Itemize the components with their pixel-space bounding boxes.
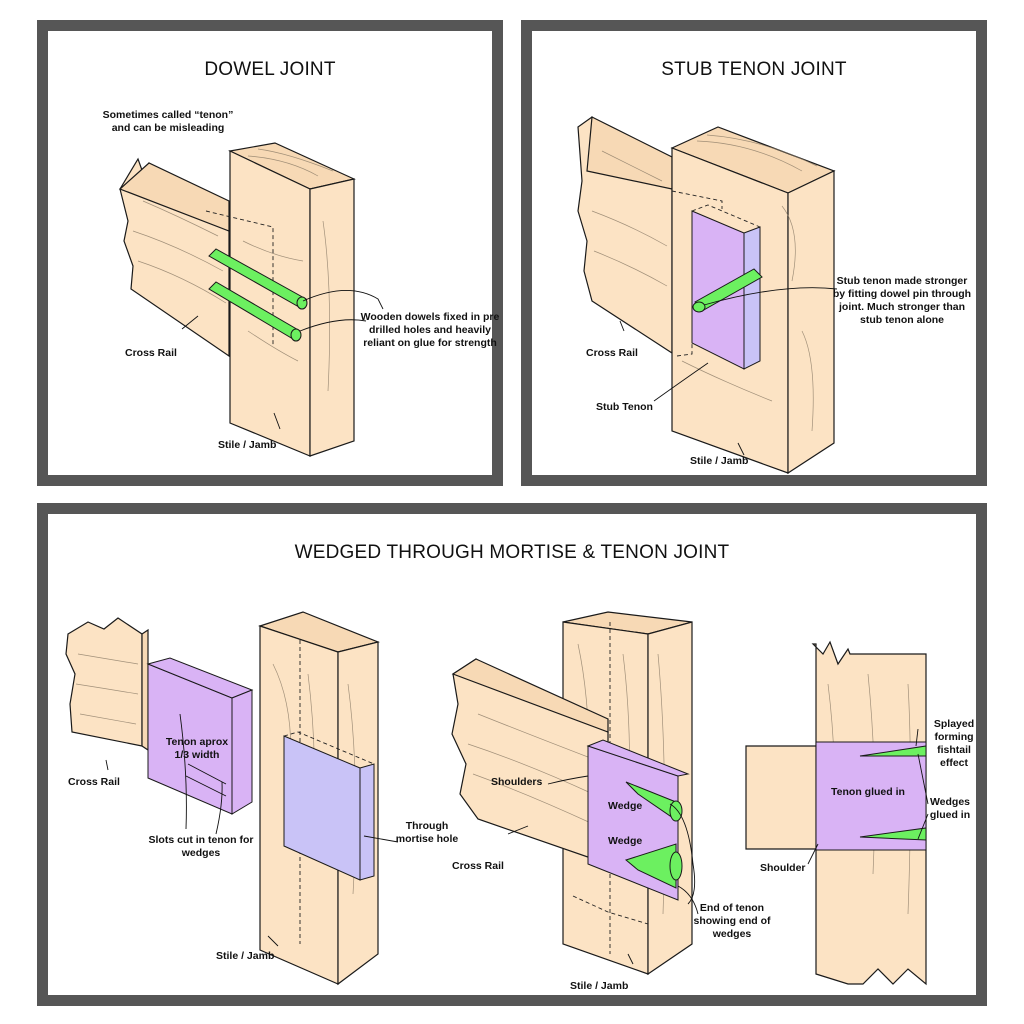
label-shoulders: Shoulders: [491, 776, 543, 788]
label-stile: Stile / Jamb: [690, 455, 749, 467]
wedge-d-bottom-icon: [859, 827, 927, 841]
label-wedges-glued: Wedges glued in: [929, 796, 971, 821]
dowel-joint-panel: DOWEL JOINT Sometimes called “tenon” and…: [37, 20, 503, 486]
label-stile-left: Stile / Jamb: [216, 950, 275, 962]
stile-side: [787, 170, 835, 475]
label-cross-rail: Cross Rail: [125, 347, 177, 359]
rail-a-shoulder: [141, 628, 149, 752]
rail-d-shape: [745, 745, 817, 850]
rail-a-shape: [65, 617, 143, 747]
label-stile: Stile / Jamb: [218, 439, 277, 451]
wedged-mortise-tenon-panel: WEDGED THROUGH MORTISE & TENON JOINT: [37, 503, 987, 1006]
label-end-of-tenon: End of tenon showing end of wedges: [693, 902, 771, 940]
label-stub-tenon: Stub Tenon: [596, 401, 653, 413]
wedge-d-top-icon: [859, 745, 927, 757]
label-slots: Slots cut in tenon for wedges: [148, 834, 254, 859]
label-wedge-bottom: Wedge: [608, 835, 643, 847]
dowel-joint-illustration: [118, 142, 384, 457]
label-misleading: Sometimes called “tenon” and can be misl…: [102, 109, 234, 134]
label-wedge-top: Wedge: [608, 800, 643, 812]
stile-side: [309, 178, 355, 457]
tenon-d-shape: [815, 741, 927, 851]
label-tenon-width: Tenon aprox 1/3 width: [165, 736, 229, 761]
label-cross-rail-mid: Cross Rail: [452, 860, 504, 872]
wedged-joint-illustration: [65, 611, 929, 986]
mortise-side: [743, 226, 761, 370]
dowel-bottom-icon: [208, 281, 302, 342]
label-through-mortise: Through mortise hole: [395, 820, 459, 845]
rail-c-top: [451, 658, 609, 733]
stub-tenon-panel: STUB TENON JOINT Stub tenon made stronge…: [521, 20, 987, 486]
label-stile-mid: Stile / Jamb: [570, 980, 629, 992]
tenon-c-top: [586, 739, 690, 777]
panel-title: STUB TENON JOINT: [661, 59, 847, 80]
label-cross-rail: Cross Rail: [586, 347, 638, 359]
mortise-b-side: [359, 763, 375, 881]
label-cross-rail-left: Cross Rail: [68, 776, 120, 788]
panel-title: DOWEL JOINT: [204, 59, 336, 80]
label-shoulder: Shoulder: [760, 862, 806, 874]
tenon-a-end: [231, 689, 253, 815]
label-stronger: Stub tenon made stronger by fitting dowe…: [832, 275, 972, 326]
label-dowels: Wooden dowels fixed in pre drilled holes…: [360, 311, 500, 349]
wedge-bottom-icon: [624, 843, 683, 889]
stub-tenon-illustration: [577, 116, 838, 475]
cross-rail-top: [118, 162, 230, 232]
label-splayed: Splayed forming fishtail effect: [933, 718, 975, 769]
label-tenon-glued: Tenon glued in: [831, 786, 905, 798]
panel-title: WEDGED THROUGH MORTISE & TENON JOINT: [294, 542, 730, 563]
dowel-pin-icon: [692, 268, 763, 313]
